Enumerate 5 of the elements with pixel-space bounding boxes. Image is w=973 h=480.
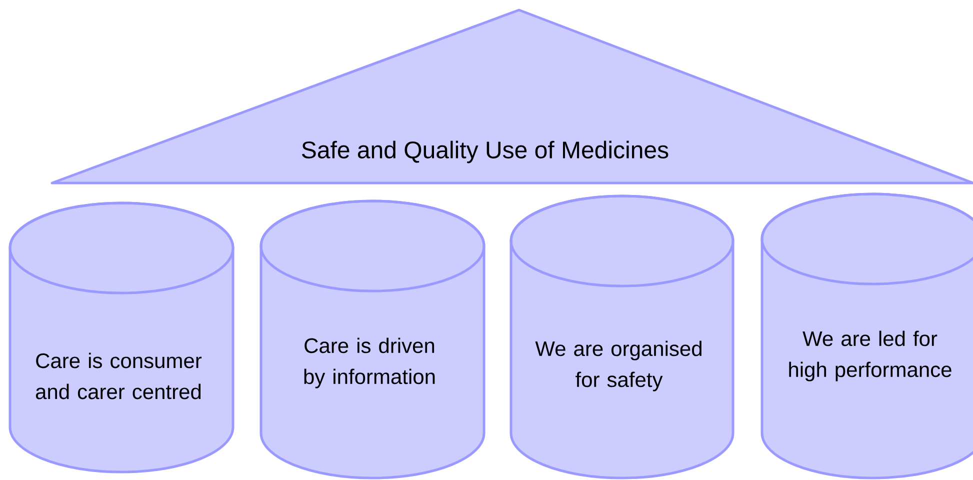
pillar-cylinder: We are led for high performance xyxy=(760,192,973,480)
roof-triangle: Safe and Quality Use of Medicines xyxy=(50,8,973,184)
pillar-cylinder: Care is consumer and carer centred xyxy=(8,202,234,474)
pillar-cylinder: Care is driven by information xyxy=(260,200,486,480)
pillar-cylinder: We are organised for safety xyxy=(510,194,734,480)
